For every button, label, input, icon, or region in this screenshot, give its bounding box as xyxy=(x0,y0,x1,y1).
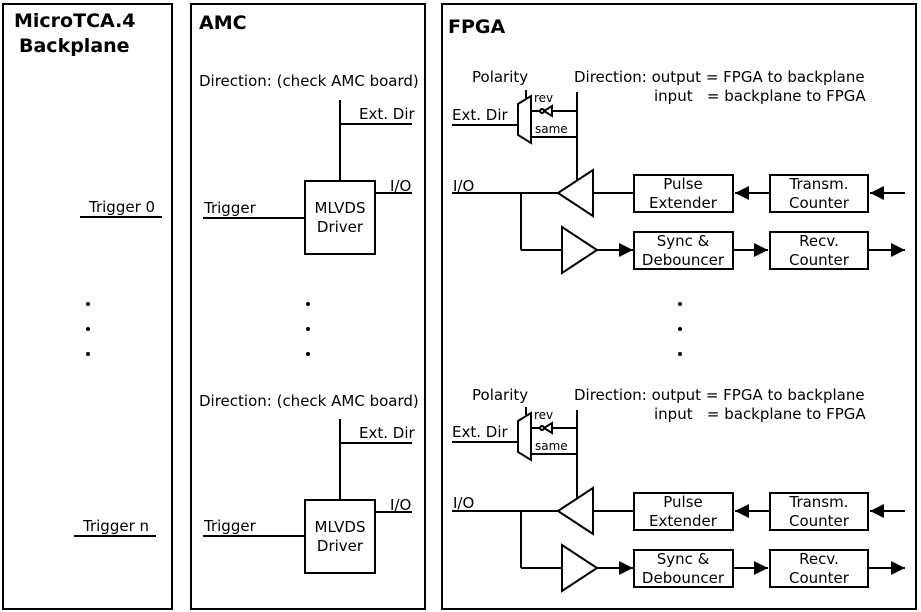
output-buffer xyxy=(556,168,594,218)
pulse-extender-box xyxy=(633,174,734,213)
fpga-same-label: same xyxy=(535,122,568,136)
fpga-io-label: I/O xyxy=(453,177,474,195)
backplane-title-line2: Backplane xyxy=(19,35,130,57)
mlvds-driver-line2: Driver xyxy=(317,218,364,236)
transm-counter-line1: Transm. xyxy=(788,493,848,511)
fpga-direction-line2: input = backplane to FPGA xyxy=(654,405,866,423)
amc-trigger-label: Trigger xyxy=(203,199,257,217)
transm-counter-line2: Counter xyxy=(789,194,850,212)
fpga-direction-line1: Direction: output = FPGA to backplane xyxy=(574,68,865,86)
sync-debouncer-line1: Sync & xyxy=(657,550,710,568)
mlvds-driver-line2: Driver xyxy=(317,537,364,555)
pulse-extender-line1: Pulse xyxy=(663,493,703,511)
sync-debouncer-box xyxy=(633,549,734,588)
recv-counter-line1: Recv. xyxy=(799,232,839,250)
transm-counter-box xyxy=(769,492,869,531)
inverter-icon xyxy=(542,421,553,435)
amc-direction-label: Direction: (check AMC board) xyxy=(199,72,419,90)
fpga-panel xyxy=(441,3,917,610)
amc-ellipsis xyxy=(306,302,310,356)
pulse-extender-line1: Pulse xyxy=(663,175,703,193)
fpga-polarity-label: Polarity xyxy=(472,386,528,404)
amc-channel-top: Direction: (check AMC board) Ext. Dir I/… xyxy=(199,72,419,255)
backplane-ellipsis xyxy=(86,302,90,356)
fpga-channel-bottom: Polarity Direction: output = FPGA to bac… xyxy=(452,386,905,593)
fpga-rev-label: rev xyxy=(534,408,553,422)
polarity-mux xyxy=(517,94,532,145)
sync-debouncer-line2: Debouncer xyxy=(642,569,725,587)
recv-counter-line1: Recv. xyxy=(799,550,839,568)
fpga-direction-line2: input = backplane to FPGA xyxy=(654,87,866,105)
inverter-icon xyxy=(542,104,553,118)
mlvds-driver-line1: MLVDS xyxy=(315,199,366,217)
sync-debouncer-box xyxy=(633,231,734,270)
amc-io-label: I/O xyxy=(390,177,411,195)
amc-title: AMC xyxy=(199,12,247,34)
sync-debouncer-line2: Debouncer xyxy=(642,251,725,269)
mlvds-driver-line1: MLVDS xyxy=(315,518,366,536)
recv-counter-line2: Counter xyxy=(789,251,850,269)
input-buffer xyxy=(561,543,599,593)
fpga-same-label: same xyxy=(535,439,568,453)
pulse-extender-line2: Extender xyxy=(649,512,718,530)
backplane-title-line1: MicroTCA.4 xyxy=(14,10,136,32)
backplane-trigger-last-label: Trigger n xyxy=(82,517,149,535)
fpga-io-label: I/O xyxy=(453,494,474,512)
fpga-polarity-label: Polarity xyxy=(472,68,528,86)
fpga-ellipsis xyxy=(678,302,682,356)
fpga-ext-dir-label: Ext. Dir xyxy=(452,106,508,124)
amc-channel-bottom: Direction: (check AMC board) Ext. Dir I/… xyxy=(199,392,419,574)
fpga-title: FPGA xyxy=(448,16,505,38)
pulse-extender-box xyxy=(633,492,734,531)
amc-panel xyxy=(190,3,426,610)
backplane-trigger-first-label: Trigger 0 xyxy=(88,198,155,216)
amc-direction-label: Direction: (check AMC board) xyxy=(199,392,419,410)
polarity-mux xyxy=(517,411,532,462)
recv-counter-line2: Counter xyxy=(789,569,850,587)
fpga-direction-line1: Direction: output = FPGA to backplane xyxy=(574,386,865,404)
amc-trigger-label: Trigger xyxy=(203,517,257,535)
fpga-rev-label: rev xyxy=(534,91,553,105)
input-buffer xyxy=(561,225,599,275)
fpga-ext-dir-label: Ext. Dir xyxy=(452,423,508,441)
amc-ext-dir-label: Ext. Dir xyxy=(359,424,415,442)
amc-ext-dir-label: Ext. Dir xyxy=(359,105,415,123)
mlvds-driver-box xyxy=(304,499,376,574)
mlvds-driver-box xyxy=(304,180,376,255)
backplane-panel xyxy=(2,3,173,610)
transm-counter-line1: Transm. xyxy=(788,175,848,193)
sync-debouncer-line1: Sync & xyxy=(657,232,710,250)
output-buffer xyxy=(556,486,594,536)
fpga-channel-top: Polarity Direction: output = FPGA to bac… xyxy=(452,68,905,275)
transm-counter-line2: Counter xyxy=(789,512,850,530)
pulse-extender-line2: Extender xyxy=(649,194,718,212)
amc-io-label: I/O xyxy=(390,496,411,514)
